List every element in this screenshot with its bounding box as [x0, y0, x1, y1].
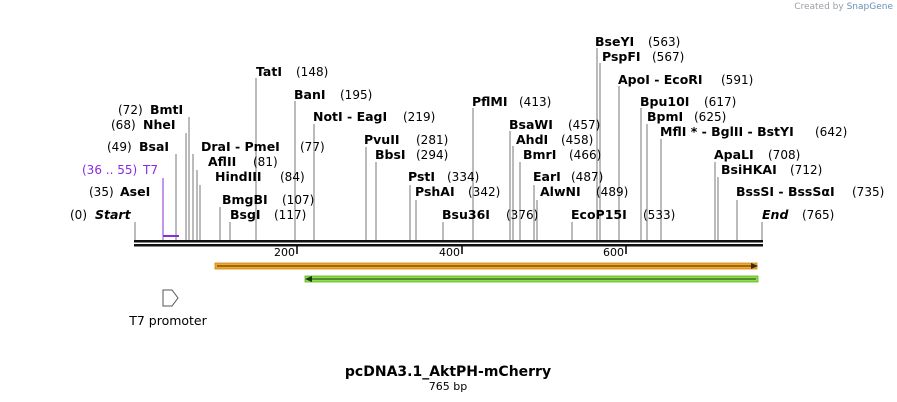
enzyme-position: (458)	[561, 133, 593, 147]
enzyme-position: (617)	[704, 95, 736, 109]
dna-strand-top	[134, 240, 763, 243]
enzyme-position: (148)	[296, 65, 328, 79]
enzyme-position: (563)	[648, 35, 680, 49]
enzyme-name: ApaLI	[714, 147, 754, 162]
enzyme-position: (342)	[468, 185, 500, 199]
enzyme-position: (195)	[340, 88, 372, 102]
enzyme-name: BseYI	[595, 34, 634, 49]
enzyme-position: (35)	[89, 185, 114, 199]
enzyme-position: (457)	[568, 118, 600, 132]
enzyme-name: BsiHKAI	[721, 162, 777, 177]
enzyme-name: ApoI - EcoRI	[618, 72, 703, 87]
enzyme-name: BmrI	[523, 147, 556, 162]
enzyme-name: PflMI	[472, 94, 508, 109]
tick-label: 400	[439, 246, 460, 259]
enzyme-labels: (0) Start (35) AseI (49) BsaI (68) NheI …	[70, 34, 884, 222]
enzyme-name: BmtI	[150, 102, 183, 117]
green-feature	[304, 275, 759, 283]
enzyme-name: EarI	[533, 169, 561, 184]
enzyme-name: PspFI	[602, 49, 641, 64]
enzyme-name: TatI	[256, 64, 282, 79]
enzyme-position: (84)	[280, 170, 305, 184]
enzyme-name: HindIII	[215, 169, 262, 184]
enzyme-name: EcoP15I	[571, 207, 627, 222]
enzyme-name: AseI	[120, 184, 150, 199]
enzyme-name: AflII	[208, 154, 236, 169]
snapgene-logo: SnapGene	[846, 2, 893, 12]
enzyme-position: (219)	[403, 110, 435, 124]
enzyme-name: AhdI	[516, 132, 548, 147]
enzyme-position: (466)	[569, 148, 601, 162]
enzyme-position: (533)	[643, 208, 675, 222]
enzyme-position: (487)	[571, 170, 603, 184]
snapgene-credit: Created by SnapGene	[794, 2, 893, 12]
tick-label: 200	[274, 246, 295, 259]
enzyme-position: (376)	[506, 208, 538, 222]
enzyme-name: MflI * - BglII - BstYI	[660, 124, 794, 139]
enzyme-name: BanI	[294, 87, 326, 102]
tick-label: 600	[603, 246, 624, 259]
enzyme-name: BmgBI	[222, 192, 268, 207]
enzyme-position: (107)	[282, 193, 314, 207]
enzyme-position: (625)	[694, 110, 726, 124]
ruler: 200 400 600	[274, 246, 627, 259]
enzyme-name: BsgI	[230, 207, 261, 222]
enzyme-position: (334)	[447, 170, 479, 184]
enzyme-position: (49)	[107, 140, 132, 154]
enzyme-position: (0)	[70, 208, 87, 222]
enzyme-position: (591)	[721, 73, 753, 87]
enzyme-position: (68)	[111, 118, 136, 132]
dna-strand-bottom	[134, 244, 763, 247]
enzyme-position: (117)	[274, 208, 306, 222]
enzyme-position: (77)	[300, 140, 325, 154]
enzyme-name: Bpu10I	[640, 94, 689, 109]
enzyme-name: NotI - EagI	[313, 109, 387, 124]
map-title: pcDNA3.1_AktPH-mCherry	[345, 364, 551, 380]
enzyme-name: BsaI	[139, 139, 169, 154]
enzyme-name: PvuII	[364, 132, 400, 147]
enzyme-name: DraI - PmeI	[201, 139, 280, 154]
orange-feature	[214, 262, 758, 270]
promoter-arrow-icon	[162, 289, 179, 307]
enzyme-position: (567)	[652, 50, 684, 64]
credit-prefix: Created by	[794, 2, 844, 12]
enzyme-position: (765)	[802, 208, 834, 222]
enzyme-position: (735)	[852, 185, 884, 199]
enzyme-position: (708)	[768, 148, 800, 162]
enzyme-name: AlwNI	[540, 184, 581, 199]
enzyme-name: End	[762, 207, 789, 222]
enzyme-position: (81)	[253, 155, 278, 169]
enzyme-name: BsaWI	[509, 117, 553, 132]
enzyme-name: Bsu36I	[442, 207, 490, 222]
enzyme-name: PshAI	[415, 184, 455, 199]
map-length: 765 bp	[429, 380, 467, 393]
enzyme-name: BbsI	[375, 147, 406, 162]
primer-range: (36 .. 55)	[82, 163, 137, 177]
enzyme-position: (72)	[118, 103, 143, 117]
t7-promoter-label: T7 promoter	[128, 313, 207, 328]
enzyme-name: PstI	[408, 169, 435, 184]
enzyme-position: (281)	[416, 133, 448, 147]
enzyme-position: (294)	[416, 148, 448, 162]
enzyme-position: (712)	[790, 163, 822, 177]
enzyme-position: (413)	[519, 95, 551, 109]
enzyme-name: NheI	[143, 117, 176, 132]
enzyme-name: Start	[95, 207, 132, 222]
enzyme-position: (489)	[596, 185, 628, 199]
enzyme-position: (642)	[815, 125, 847, 139]
enzyme-name: BpmI	[647, 109, 683, 124]
enzyme-name: BssSI - BssSαI	[736, 184, 835, 199]
primer-name: T7	[142, 163, 158, 177]
enzyme-lines	[134, 48, 763, 240]
